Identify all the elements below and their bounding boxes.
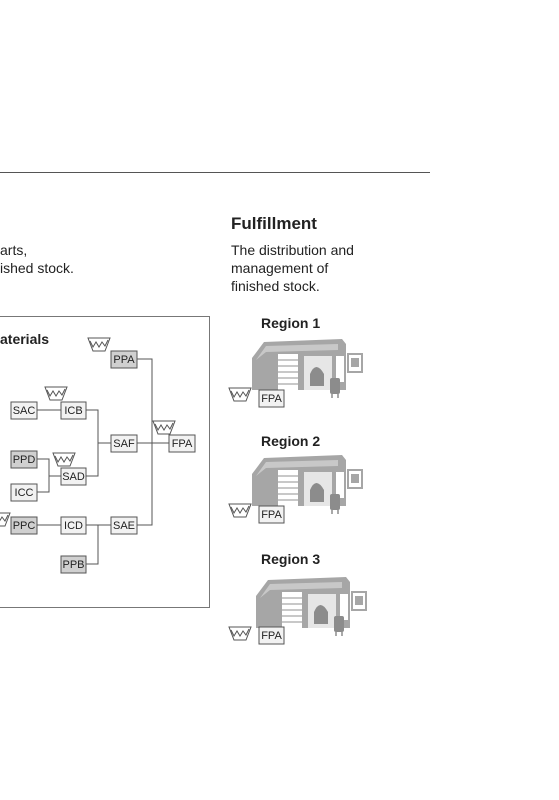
inventory-bin-icon [152, 420, 176, 435]
svg-text:FPA: FPA [172, 438, 193, 450]
warehouse-icon [251, 454, 363, 515]
region-3-title: Region 3 [261, 551, 321, 567]
svg-text:PPA: PPA [113, 354, 135, 366]
svg-text:ICB: ICB [64, 405, 82, 417]
inventory-bin-icon [44, 386, 68, 401]
node-sae: SAE [110, 516, 138, 535]
node-icd: ICD [60, 516, 87, 535]
svg-text:SAF: SAF [113, 438, 135, 450]
region-2-title: Region 2 [261, 433, 321, 449]
region-2-group: FPA [228, 454, 363, 524]
svg-text:ICC: ICC [15, 487, 34, 499]
connector-lines [37, 358, 169, 565]
materials-panel-title: aterials [0, 331, 50, 347]
inventory-bin-icon [0, 512, 11, 527]
region-2-fpa-label: FPA [261, 509, 282, 521]
node-ppa: PPA [110, 350, 138, 369]
fulfillment-description: The distribution and management of finis… [231, 242, 354, 294]
section-divider [0, 172, 430, 173]
svg-text:SAE: SAE [113, 520, 135, 532]
inventory-bin-icon [228, 626, 252, 641]
node-icc: ICC [10, 483, 38, 502]
region-1-title: Region 1 [261, 315, 321, 331]
inventory-bin-icon [87, 337, 111, 352]
node-ppc: PPC [10, 516, 38, 535]
materials-panel [0, 316, 210, 608]
node-icb: ICB [60, 401, 87, 420]
region-1-group: FPA [228, 338, 363, 408]
region-1-fpa-label: FPA [261, 393, 282, 405]
inventory-bin-icon [52, 452, 76, 467]
region-3-fpa-label: FPA [261, 630, 282, 642]
node-fpa: FPA [168, 434, 196, 453]
svg-text:SAC: SAC [13, 405, 36, 417]
left-description: arts, ished stock. [0, 242, 74, 276]
node-saf: SAF [110, 434, 138, 453]
svg-text:PPD: PPD [13, 454, 36, 466]
node-ppb: PPB [60, 555, 87, 574]
svg-text:ICD: ICD [64, 520, 83, 532]
node-ppd: PPD [10, 450, 38, 469]
node-sad: SAD [60, 467, 87, 486]
fulfillment-title: Fulfillment [231, 214, 317, 233]
svg-text:SAD: SAD [62, 471, 85, 483]
inventory-bin-icon [228, 387, 252, 402]
inventory-bin-icon [228, 503, 252, 518]
svg-text:PPC: PPC [13, 520, 36, 532]
svg-text:PPB: PPB [62, 559, 84, 571]
region-3-group: FPA [228, 576, 367, 645]
node-sac: SAC [10, 401, 38, 420]
warehouse-icon [251, 338, 363, 399]
